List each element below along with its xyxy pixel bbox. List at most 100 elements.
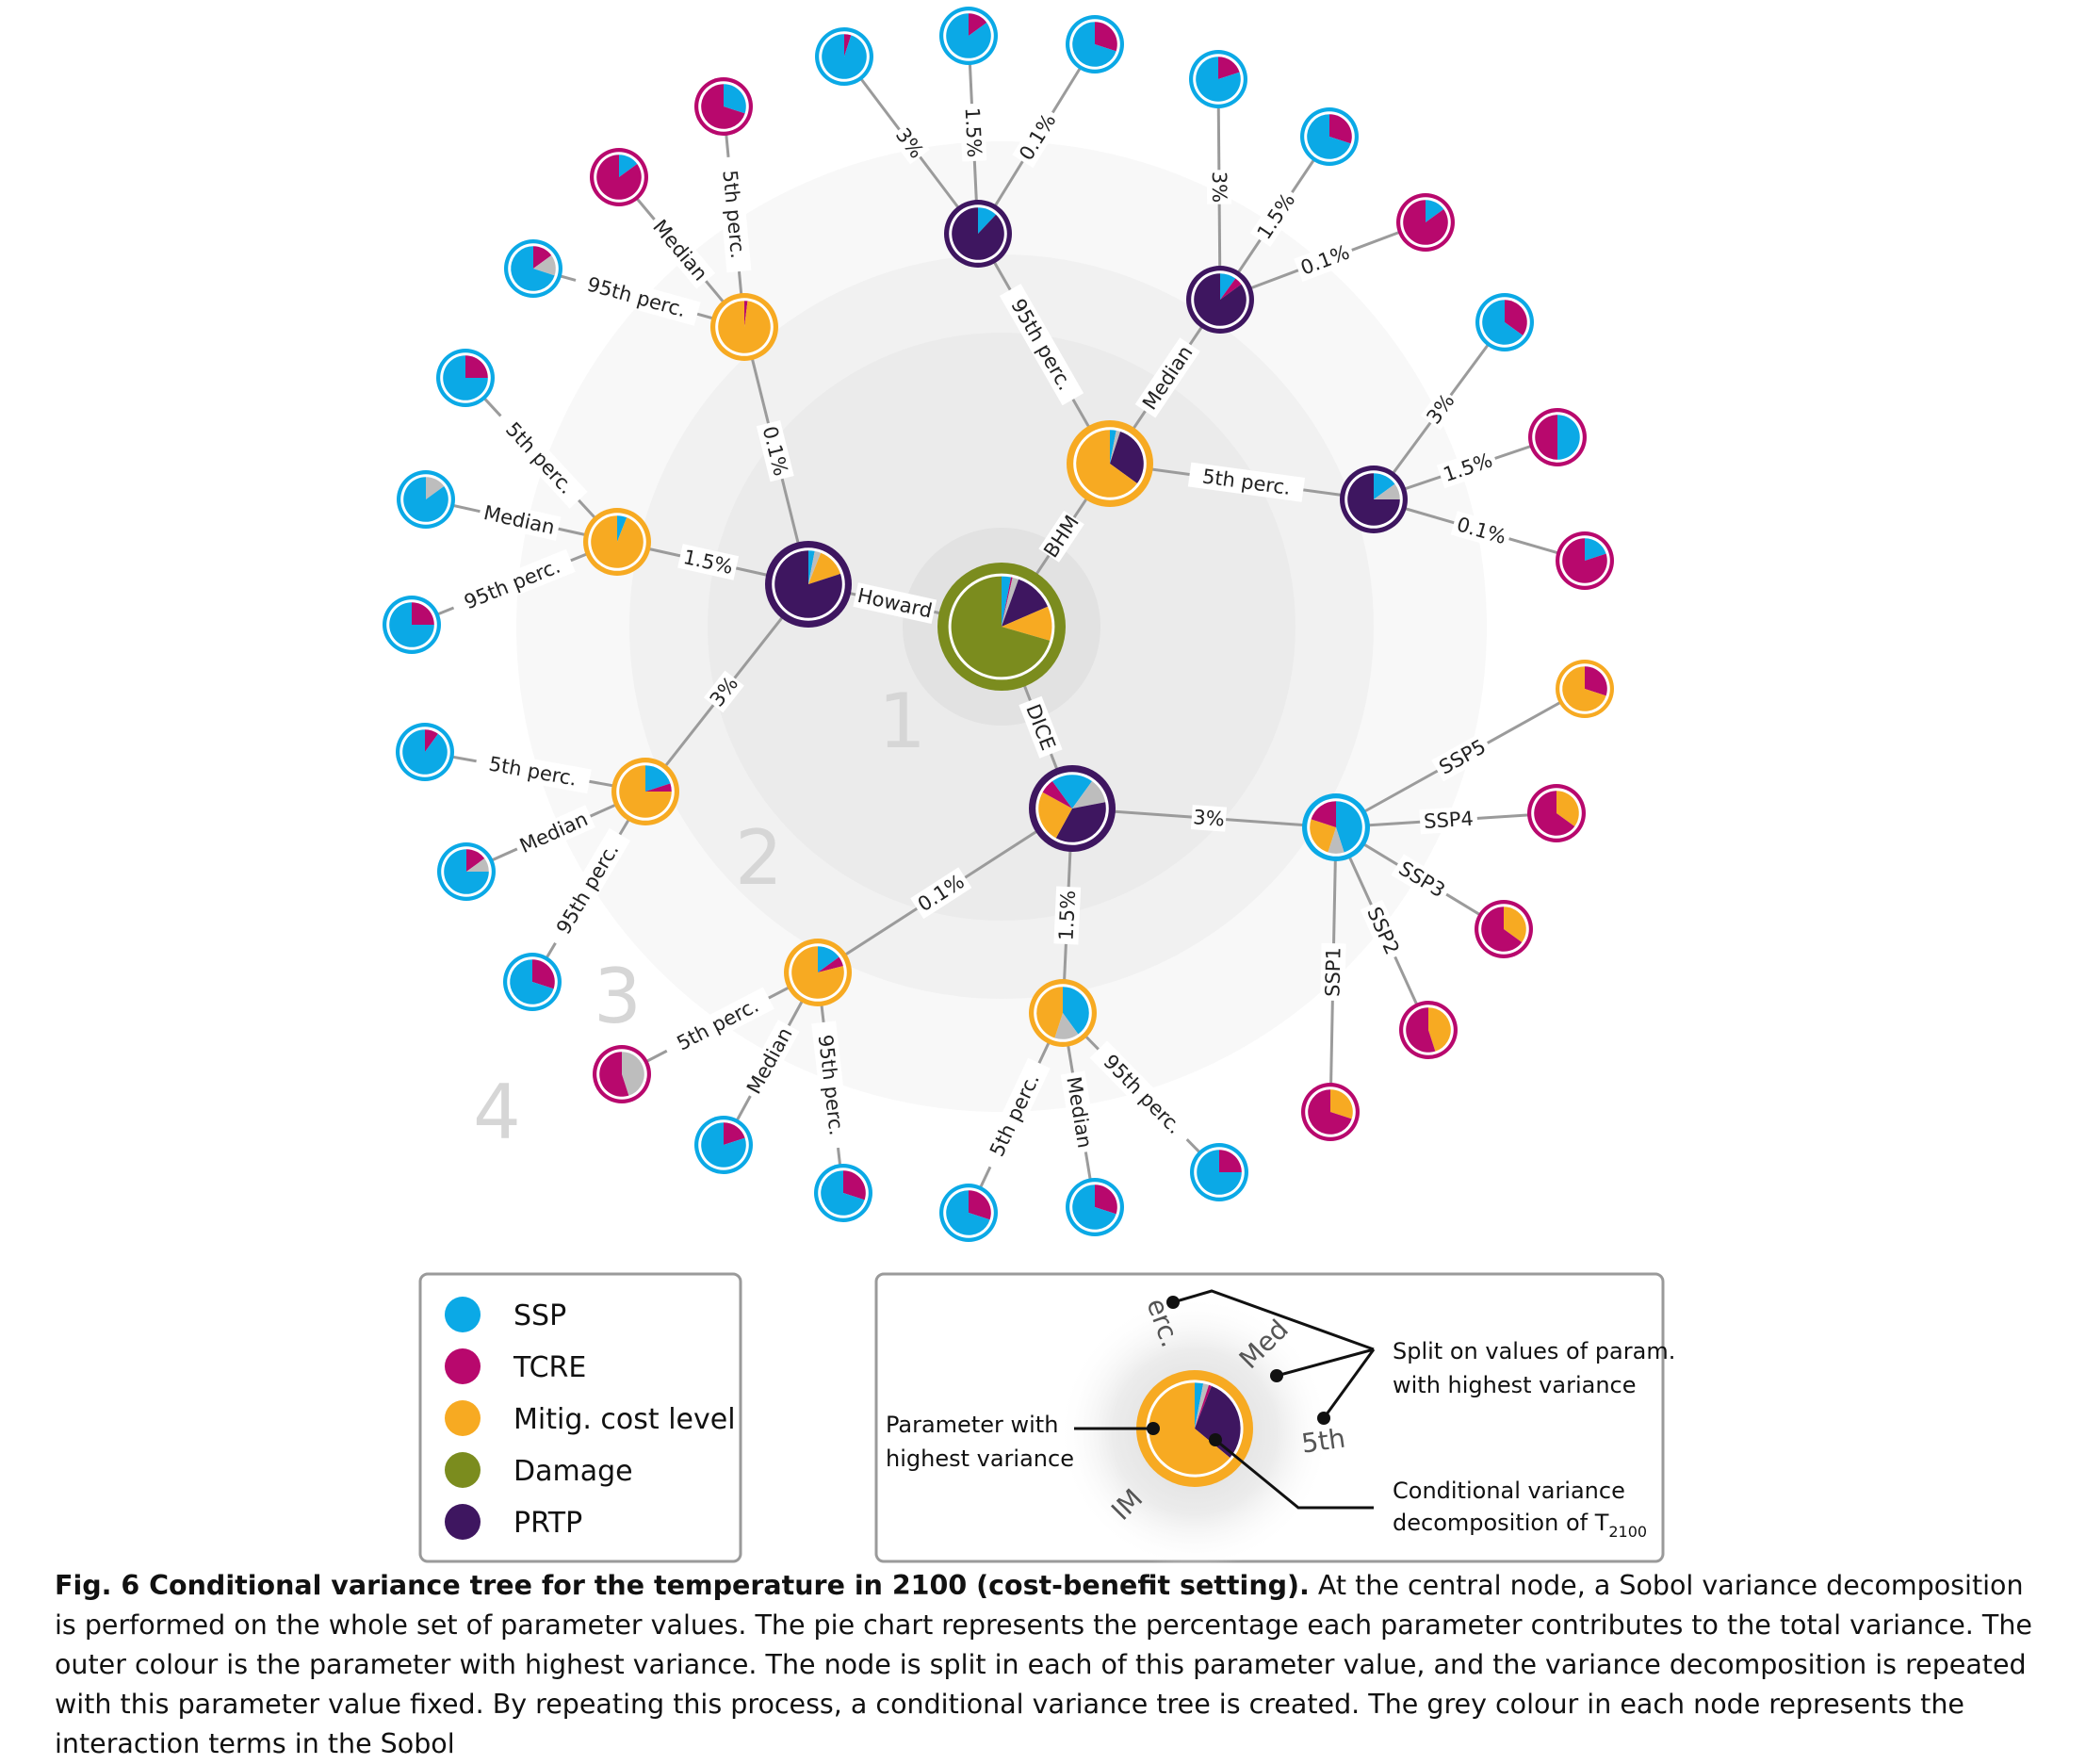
pie-slice-tcre [843,1170,866,1200]
pie-slice-tcre [1505,300,1527,335]
annotation-panel: erc. Med 5th IM Parameter with highest v… [874,1272,1675,1564]
pie-slice-ssp [1196,57,1241,102]
legend-label-damage: Damage [513,1455,633,1488]
node-l-d3-ssp1 [1301,1083,1360,1141]
node-l-b5-01 [1556,531,1614,590]
pie-slice-mitig [1310,819,1336,853]
node-l-b95-15 [939,7,998,65]
pie-slice-tcre [969,13,987,36]
pie-slice-prtp [1194,273,1247,326]
pie-slice-ssp [1426,200,1444,222]
edge-label: SSP4 [1419,806,1478,835]
edge-label-bg [572,268,701,326]
edge-label-bg [889,122,930,165]
pie-slice-ssp [946,13,991,58]
edge-label-text: SSP4 [1423,808,1474,833]
pie-slice-ssp [645,765,671,792]
annotation-decomp-line2: decomposition of T2100 [1393,1510,1647,1541]
pie-slice-interaction [1328,827,1344,854]
pie-slice-tcre [744,301,748,327]
pie-slice-interaction [808,550,822,584]
node-l-h01-5 [694,77,753,136]
pie-slice-tcre [1406,1007,1436,1053]
pie-slice-tcre [596,155,642,200]
edge-label-bg [1134,337,1200,418]
edge-label-bg [1450,511,1513,551]
node-l-bmed-15 [1300,107,1359,166]
node-b-med [1186,266,1254,334]
annotation-fragment-right: 5th [1299,1423,1347,1460]
pie-slice-ssp [1585,538,1606,561]
node-l-h15-95 [383,596,441,654]
edge-label-bg [959,103,987,162]
pie-slice-tcre [1585,666,1607,696]
node-h-15 [583,508,651,576]
edge-label-bg [644,211,716,289]
pie-slice-mitig [1556,791,1579,826]
pie-slice-tcre [533,246,552,269]
ring-label-1: 1 [878,678,926,765]
node-l-h15-med [397,470,455,529]
node-l-bmed-3 [1189,50,1247,108]
pie-slice-ssp [617,515,627,542]
edge-label-bg [1190,805,1228,832]
pie-slice-ssp [818,946,839,972]
pie-slice-ssp [444,849,489,894]
node-l-b95-01 [1066,15,1124,74]
pie-slice-ssp [808,550,815,584]
pie-slice-mitig [1428,1007,1451,1052]
pie-slice-interaction [1195,1383,1210,1429]
pie-slice-ssp [402,729,448,775]
pie-slice-interaction [426,477,445,499]
node-howard [765,541,852,628]
pie-slice-ssp [1063,987,1089,1035]
edge-label-bg [1436,447,1499,489]
pie-slice-tcre [532,959,555,989]
pie-slice-interaction [1002,577,1019,627]
edge-label-text: 1.5% [1055,890,1080,940]
edge-label-bg [1060,1070,1099,1154]
pie-slice-ssp [510,959,554,1004]
node-l-d3-ssp2 [1399,1001,1458,1059]
pie-slice-ssp [822,34,867,79]
edge-label-bg [1360,899,1407,962]
edge-label-text: 3% [1193,806,1226,830]
edge-label-bg [512,805,595,860]
edge-label-text: 3% [1208,172,1230,204]
node-l-d15-95 [1190,1143,1248,1201]
edge-label-bg [811,1021,851,1150]
node-dice [1029,765,1116,852]
pie-slice-prtp [774,550,842,618]
pie-slice-prtp [1195,1385,1241,1458]
pie-slice-ssp [1072,775,1093,808]
node-l-b5-15 [1528,408,1587,466]
node-l-h01-95 [504,239,562,298]
node-l-b95-3 [815,27,873,86]
pie-slice-ssp [1072,1184,1116,1230]
pie-slice-mitig [718,301,771,353]
pie-slice-tcre [425,729,438,752]
node-l-h3-5 [396,723,454,781]
legend-label-tcre: TCRE [513,1351,586,1384]
node-l-h01-med [590,148,648,206]
pie-slice-ssp [1002,576,1012,627]
edge-label: 1.5% [959,103,987,162]
edge-label-bg [910,867,972,920]
legend-label-mitig: Mitig. cost level [513,1403,736,1436]
annotation-left-line2: highest variance [886,1446,1074,1472]
pie-slice-tcre [844,34,852,57]
edge-label-bg [491,407,588,509]
node-h-3 [611,758,679,825]
pie-slice-tcre [466,849,485,872]
node-l-d15-5 [939,1184,998,1242]
pie-slice-ssp [1110,430,1116,464]
pie-slice-ssp [443,355,488,400]
legend-label-ssp: SSP [513,1299,566,1332]
pie-slice-mitig [791,946,844,999]
annotation-callouts [1074,1289,1376,1510]
legend-box [418,1272,742,1563]
edge-label: 95th perc. [811,1021,851,1150]
edge-label-bg [1249,185,1303,247]
annotation-example-node [1136,1370,1253,1487]
figure-caption: Fig. 6 Conditional variance tree for the… [55,1566,2043,1764]
